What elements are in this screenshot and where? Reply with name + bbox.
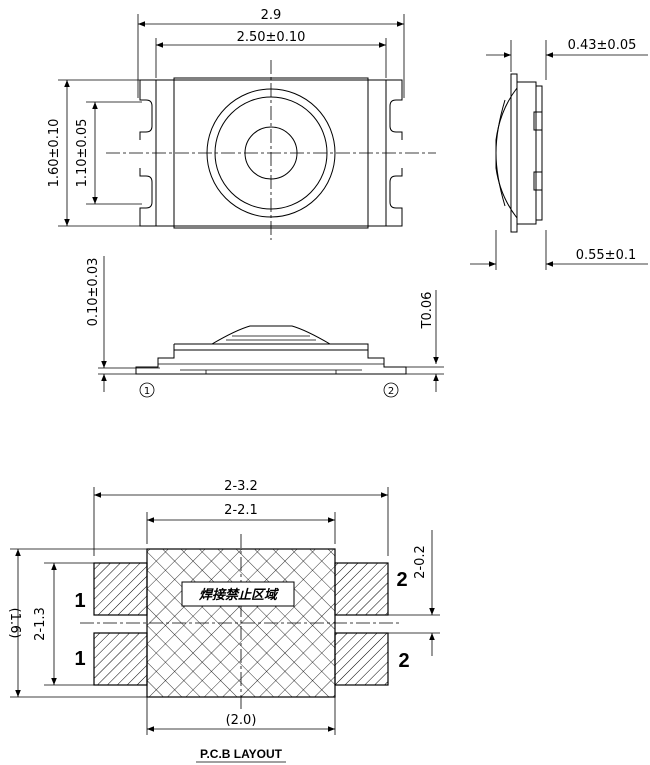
dim-total-thickness: 0.55±0.1 — [576, 248, 637, 263]
dim-outer-span: 2-3.2 — [224, 479, 258, 494]
pin-1-marker: 1 — [144, 386, 150, 397]
pad-right-top — [334, 562, 389, 616]
pcb-layout: 2-3.2 2-2.1 焊接禁止区域 1 1 2 2 (1.6) 2-1.3 — [7, 479, 440, 763]
dim-width-ref: (2.0) — [226, 713, 257, 728]
dim-height-ref: (1.6) — [7, 608, 22, 639]
pad-left-bottom — [93, 632, 148, 686]
pad-label-right-top: 2 — [396, 569, 407, 591]
top-view: 2.9 2.50±0.10 1.60±0.10 1.10±0.05 — [47, 8, 436, 240]
pad-label-right-bottom: 2 — [398, 650, 409, 672]
pad-left-top — [93, 562, 148, 616]
front-view: 0.10±0.03 T0.06 1 2 — [86, 256, 444, 398]
pad-right-bottom — [334, 632, 389, 686]
pad-label-left-bottom: 1 — [74, 648, 85, 670]
dim-overall-height: 1.60±0.10 — [47, 119, 62, 188]
pad-label-left-top: 1 — [74, 590, 85, 612]
keepout-label: 焊接禁止区域 — [198, 587, 279, 603]
pcb-layout-caption: P.C.B LAYOUT — [200, 747, 283, 761]
dim-pad-gap: 2-0.2 — [413, 545, 428, 579]
dim-overall-width: 2.9 — [261, 8, 282, 23]
dim-inner-height: 1.10±0.05 — [75, 119, 90, 188]
dim-inner-span: 2-2.1 — [224, 503, 258, 518]
side-view: 0.43±0.05 0.55±0.1 — [470, 38, 648, 270]
dim-plate-thickness: T0.06 — [420, 292, 435, 330]
dim-body-width: 2.50±0.10 — [237, 30, 306, 45]
dim-terminal-thickness: 0.10±0.03 — [86, 258, 101, 327]
pin-2-marker: 2 — [388, 386, 394, 397]
dim-top-thickness: 0.43±0.05 — [568, 38, 637, 53]
dim-pad-span: 2-1.3 — [33, 607, 48, 641]
